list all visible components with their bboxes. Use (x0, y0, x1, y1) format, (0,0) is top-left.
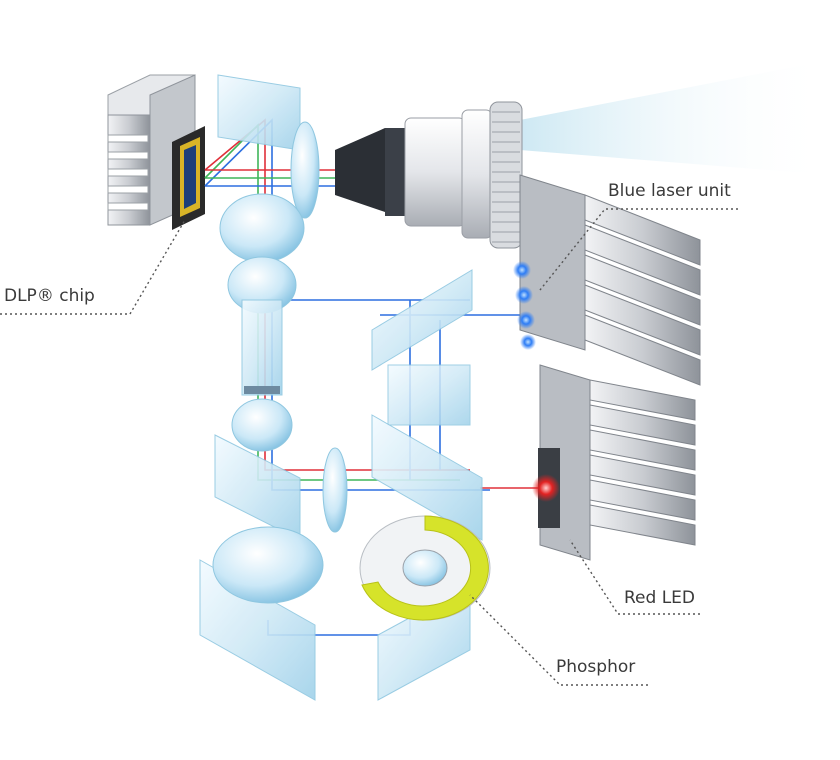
projection-lens (335, 102, 522, 248)
projected-light-beam (520, 60, 830, 175)
red-led-unit (532, 365, 695, 560)
dichroic-mirror-mid (372, 270, 472, 425)
phosphor-wheel (360, 516, 490, 620)
condenser-lens-top (291, 122, 319, 218)
phosphor-label: Phosphor (556, 657, 635, 677)
blue-laser-unit (513, 175, 700, 385)
collimator-lens-large (213, 527, 323, 603)
blue-laser-unit-label: Blue laser unit (608, 181, 731, 201)
relay-lens-1 (220, 194, 304, 262)
relay-lens-3 (232, 399, 292, 451)
collimator-lens-red (323, 448, 347, 532)
dlp-chip (172, 126, 205, 230)
dichroic-mirror-top (218, 75, 300, 150)
dlp-chip-label: DLP® chip (4, 286, 95, 306)
red-led-label: Red LED (624, 588, 695, 608)
light-tunnel (242, 300, 282, 395)
